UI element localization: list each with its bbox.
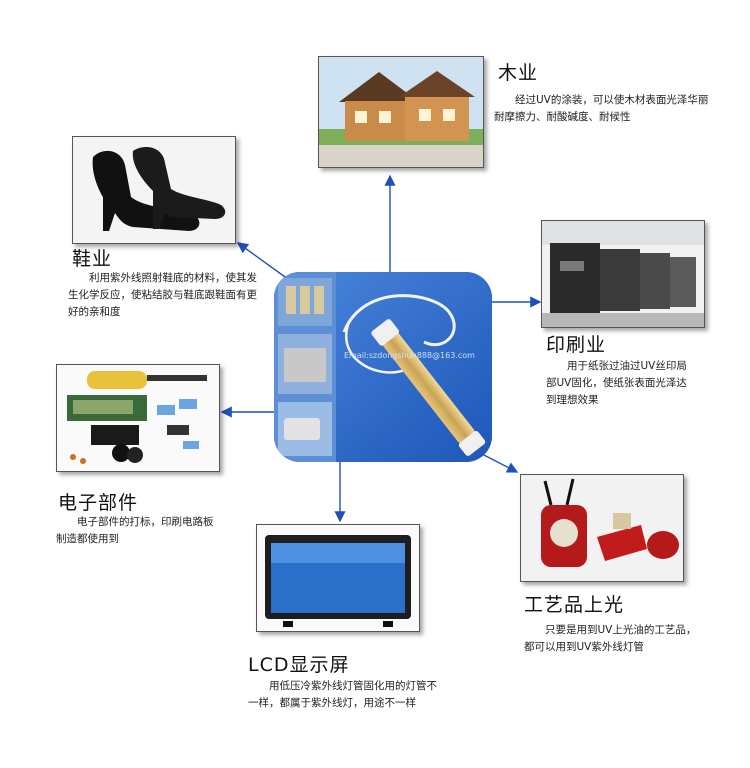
wood-description: 经过UV的涂装，可以使木材表面光泽华丽耐摩擦力、耐酸碱度、耐候性 xyxy=(494,94,709,123)
arrow-to-shoe xyxy=(236,242,293,283)
center-uv-lamp-image: Email:szdongshun888@163.com xyxy=(274,272,492,462)
lcd-description: 用低压冷紫外线灯管固化用的灯管不一样，都属于紫外线灯，用途不一样 xyxy=(248,680,437,709)
wood-image-frame xyxy=(318,56,484,168)
printing-press-illustration xyxy=(542,221,704,327)
wood-title: 木业 xyxy=(498,62,539,84)
printing-image-frame xyxy=(541,220,705,328)
electronics-title: 电子部件 xyxy=(58,492,139,514)
printing-description: 用于纸张过油过UV丝印局部UV固化，使纸张表面光泽达到理想效果 xyxy=(546,360,687,406)
arrow-to-crafts xyxy=(477,451,519,473)
lcd-title: LCD显示屏 xyxy=(248,654,350,676)
lcd-image-frame xyxy=(256,524,420,632)
printing-title: 印刷业 xyxy=(546,334,607,356)
black-shoe-illustration xyxy=(73,137,235,243)
uv-lamp-illustration: Email:szdongshun888@163.com xyxy=(274,272,492,462)
shoe-title: 鞋业 xyxy=(72,248,113,270)
electronic-components-illustration xyxy=(57,365,219,471)
shoe-description: 利用紫外线照射鞋底的材料，使其发生化学反应，使粘结胶与鞋底跟鞋面有更好的亲和度 xyxy=(68,272,257,318)
shoe-image-frame xyxy=(72,136,236,244)
lacquered-crafts-illustration xyxy=(521,475,683,581)
crafts-description: 只要是用到UV上光油的工艺品，都可以用到UV紫外线灯管 xyxy=(524,624,697,653)
wooden-house-illustration xyxy=(319,57,483,167)
crafts-title: 工艺品上光 xyxy=(524,594,625,616)
lcd-monitor-illustration xyxy=(257,525,419,631)
watermark-text: Email:szdongshun888@163.com xyxy=(344,351,475,360)
electronics-image-frame xyxy=(56,364,220,472)
crafts-image-frame xyxy=(520,474,684,582)
electronics-description: 电子部件的打标，印刷电路板制造都使用到 xyxy=(56,516,214,545)
